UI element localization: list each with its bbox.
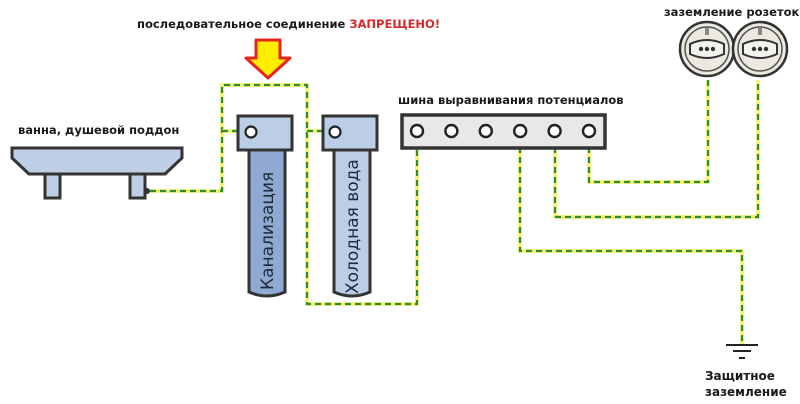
ground-label-line1: Защитное <box>705 369 775 383</box>
warning-arrow-icon <box>244 38 292 80</box>
sewer-pipe: Канализация <box>236 114 294 298</box>
bus-label: шина выравнивания потенциалов <box>398 93 624 107</box>
title-text: последовательное соединение ЗАПРЕЩЕНО! <box>137 17 440 31</box>
sewer-clamp-icon <box>244 125 258 139</box>
equipotential-bus <box>400 113 607 150</box>
bus-terminal-icon <box>444 123 459 139</box>
socket-right <box>731 20 789 78</box>
title-main: последовательное соединение <box>137 17 349 31</box>
socket-left <box>678 20 736 78</box>
ground-symbol-icon <box>726 344 758 359</box>
bus-terminal-icon <box>581 123 597 139</box>
bathtub <box>10 146 184 200</box>
bus-terminal-icon <box>513 123 528 139</box>
cold-water-pipe: Холодная вода <box>321 114 379 298</box>
bath-label: ванна, душевой поддон <box>18 123 179 137</box>
bus-terminal-icon <box>547 123 562 139</box>
cold-water-clamp-icon <box>328 125 342 139</box>
sewer-label: Канализация <box>258 172 278 290</box>
sockets-label: заземление розеток <box>664 5 800 19</box>
ground-label-line2: заземление <box>705 385 787 399</box>
bus-terminal-icon <box>478 123 493 139</box>
cold-water-label: Холодная вода <box>343 159 363 294</box>
bus-terminal-icon <box>409 123 425 139</box>
title-warning: ЗАПРЕЩЕНО! <box>349 17 440 31</box>
ground-wires <box>150 80 760 345</box>
